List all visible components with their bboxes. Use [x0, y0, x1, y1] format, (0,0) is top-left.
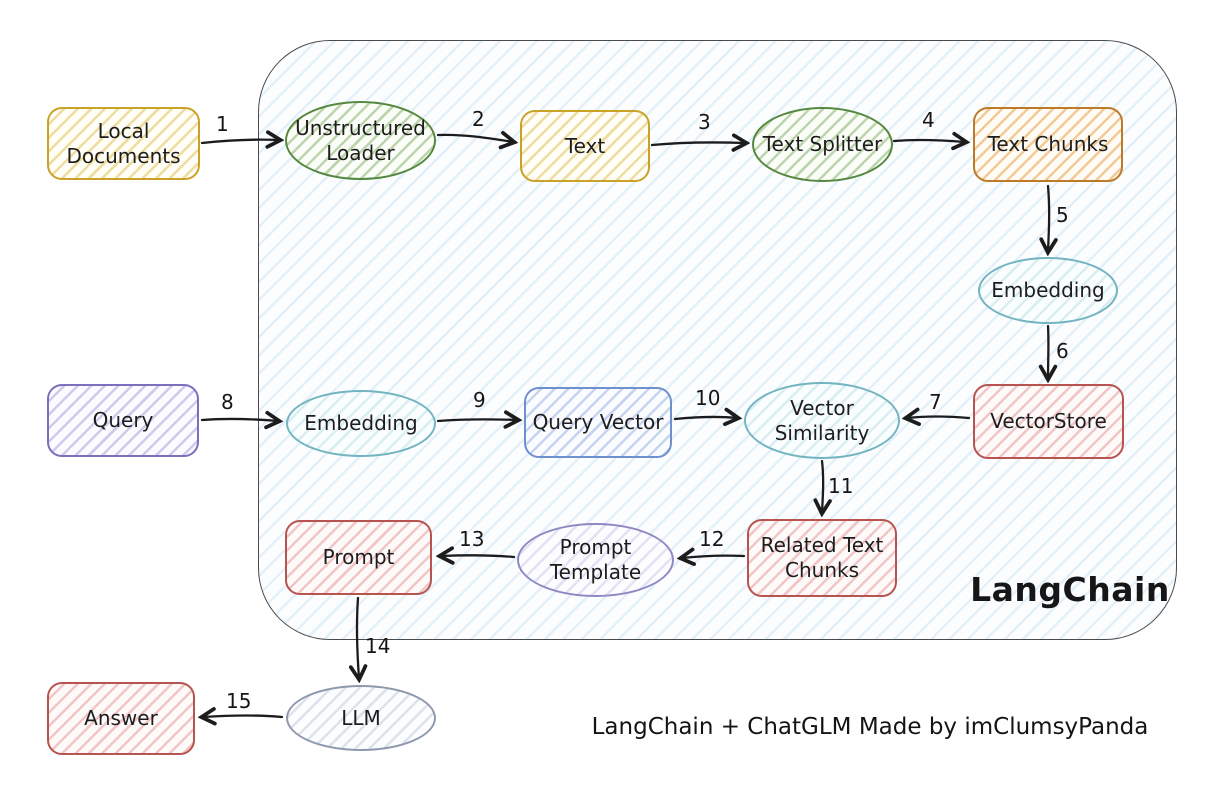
edge-label-5: 5: [1056, 203, 1069, 227]
node-label: Unstructured Loader: [295, 115, 426, 165]
node-label: Prompt Template: [549, 535, 642, 584]
node-related-text-chunks: Related Text Chunks: [747, 519, 897, 597]
node-label: Query: [92, 408, 154, 432]
edge-label-8: 8: [221, 390, 234, 414]
node-query: Query: [47, 384, 199, 457]
node-label: Local Documents: [66, 118, 181, 168]
node-answer: Answer: [47, 682, 195, 755]
edge-label-7: 7: [929, 390, 942, 414]
node-label: VectorStore: [990, 409, 1107, 433]
node-embedding-store: Embedding: [978, 257, 1118, 324]
edge-label-3: 3: [698, 110, 711, 134]
node-label: Vector Similarity: [774, 395, 870, 445]
edge-label-2: 2: [472, 107, 485, 131]
node-text-chunks: Text Chunks: [973, 107, 1123, 182]
node-label: Prompt: [322, 545, 395, 569]
node-llm: LLM: [286, 685, 436, 751]
arrow-15: [203, 716, 284, 718]
edge-label-10: 10: [695, 386, 721, 410]
node-prompt: Prompt: [285, 520, 432, 595]
edge-label-14: 14: [365, 634, 391, 658]
edge-label-1: 1: [216, 112, 229, 136]
node-prompt-template: Prompt Template: [517, 523, 674, 597]
node-query-vector: Query Vector: [524, 387, 672, 458]
edge-label-15: 15: [226, 689, 252, 713]
node-text-splitter: Text Splitter: [752, 107, 893, 182]
edge-label-11: 11: [828, 474, 854, 498]
node-label: Text Splitter: [762, 132, 883, 156]
node-label: Related Text Chunks: [760, 533, 884, 582]
edge-label-12: 12: [699, 527, 725, 551]
node-vector-similarity: Vector Similarity: [744, 382, 900, 459]
node-label: Embedding: [304, 411, 418, 435]
node-text: Text: [520, 110, 650, 182]
edge-label-9: 9: [473, 388, 486, 412]
node-label: Text Chunks: [987, 132, 1109, 156]
node-label: Embedding: [991, 278, 1105, 302]
edge-label-4: 4: [922, 108, 935, 132]
node-vectorstore: VectorStore: [973, 384, 1124, 459]
edge-label-6: 6: [1056, 339, 1069, 363]
caption: LangChain + ChatGLM Made by imClumsyPand…: [591, 714, 1149, 740]
node-label: Text: [564, 133, 606, 158]
node-label: Answer: [84, 706, 158, 730]
node-embedding-query: Embedding: [286, 390, 436, 457]
node-label: Query Vector: [532, 410, 664, 434]
node-local-documents: Local Documents: [47, 107, 200, 180]
edge-label-13: 13: [459, 527, 485, 551]
langchain-container-label: LangChain: [970, 570, 1170, 609]
node-label: LLM: [341, 705, 381, 730]
node-unstructured-loader: Unstructured Loader: [285, 101, 436, 180]
